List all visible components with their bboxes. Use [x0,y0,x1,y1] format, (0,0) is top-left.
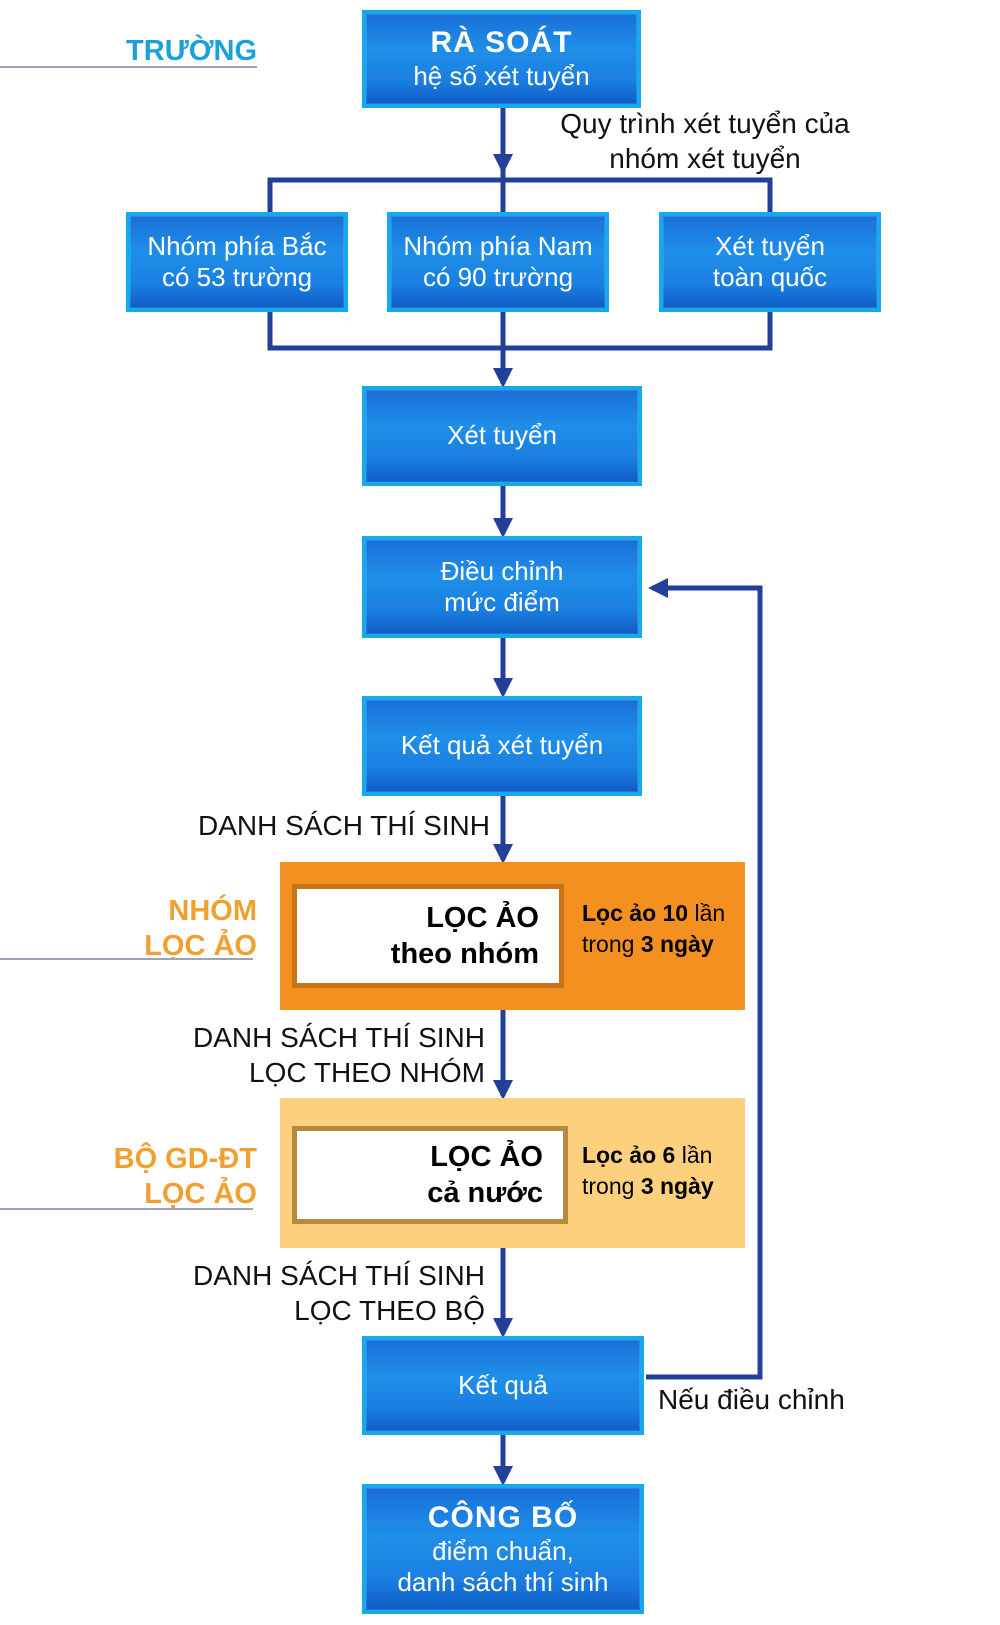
dieu-chinh-line2: mức điểm [444,587,560,617]
toan-quoc-line1: Xét tuyển [715,230,825,261]
nhom-phia-nam-box: Nhóm phía Nam có 90 trường [387,212,609,312]
danh-sach-2-line2: LỌC THEO NHÓM [249,1057,485,1088]
danh-sach-loc-theo-nhom-caption: DANH SÁCH THÍ SINH LỌC THEO NHÓM [100,1020,485,1090]
danh-sach-thi-sinh-caption: DANH SÁCH THÍ SINH [100,808,490,843]
nhom-label-underline [0,958,253,960]
bo-label-line2: LỌC ẢO [144,1177,257,1210]
bo-loc-ao-panel: LỌC ẢO cả nước Lọc ảo 6 lần trong 3 ngày [280,1098,745,1248]
bo-label-underline [0,1208,253,1210]
danh-sach-loc-theo-bo-caption: DANH SÁCH THÍ SINH LỌC THEO BỘ [100,1258,485,1328]
nhom-note-trong: trong [582,931,635,958]
feedback-loop-line [646,578,763,1380]
truong-label: TRƯỜNG [126,35,257,67]
bo-note-days: 3 ngày [640,1173,714,1200]
quy-trinh-line1: Quy trình xét tuyển của [560,108,850,139]
danh-sach-1-text: DANH SÁCH THÍ SINH [198,810,490,841]
nhom-loc-ao-note: Lọc ảo 10 lần trong 3 ngày [582,898,742,960]
ra-soat-title: RÀ SOÁT [430,26,573,60]
nhom-note-count: 10 [662,900,689,926]
bo-note-unit: lần [681,1142,713,1168]
nhom-loc-ao-panel: LỌC ẢO theo nhóm Lọc ảo 10 lần trong 3 n… [280,862,745,1010]
toan-quoc-line2: toàn quốc [712,262,828,292]
cong-bo-line1: điểm chuẩn, [432,1535,574,1566]
neu-dieu-chinh-caption: Nếu điều chỉnh [658,1382,888,1417]
nhom-note-days: 3 ngày [640,931,714,958]
bo-note-loc-ao: Lọc ảo [582,1142,657,1168]
bottom-bus-line [267,312,773,351]
nhom-card-line1: LỌC ẢO [426,901,539,934]
truong-underline [0,66,257,68]
bo-loc-ao-note: Lọc ảo 6 lần trong 3 ngày [582,1140,742,1202]
bo-note-count: 6 [662,1142,676,1168]
nhom-bac-line2: có 53 trường [161,262,313,292]
bo-loc-ao-label: BỘ GD-ĐT LỌC ẢO [40,1142,257,1212]
ket-qua-box: Kết quả [362,1336,644,1435]
nhom-label-line2: LỌC ẢO [144,929,257,962]
cong-bo-title: CÔNG BỐ [427,1500,579,1534]
danh-sach-2-line1: DANH SÁCH THÍ SINH [193,1022,485,1053]
top-bus-line [267,177,773,212]
quy-trinh-caption: Quy trình xét tuyển của nhóm xét tuyển [540,106,870,176]
ra-soat-subtitle: hệ số xét tuyển [413,61,590,92]
neu-dieu-chinh-text: Nếu điều chỉnh [658,1384,845,1415]
dieu-chinh-line1: Điều chỉnh [440,555,564,586]
cong-bo-line2: danh sách thí sinh [397,1567,609,1597]
bo-note-trong: trong [582,1173,635,1200]
nhom-note-loc-ao: Lọc ảo [582,900,657,926]
bo-note-line2: trong 3 ngày [582,1171,742,1202]
bo-card-line1: LỌC ẢO [430,1140,543,1173]
ra-soat-box: RÀ SOÁT hệ số xét tuyển [362,10,641,108]
nhom-nam-line1: Nhóm phía Nam [403,230,593,261]
bo-note-line1: Lọc ảo 6 lần [582,1140,742,1171]
bo-label-line1: BỘ GD-ĐT [113,1143,257,1175]
nhom-note-unit: lần [694,900,726,926]
cong-bo-box: CÔNG BỐ điểm chuẩn, danh sách thí sinh [362,1484,644,1614]
nhom-phia-bac-box: Nhóm phía Bắc có 53 trường [126,212,348,312]
nhom-note-line2: trong 3 ngày [582,929,742,960]
nhom-label-line1: NHÓM [168,895,257,927]
nhom-bac-line1: Nhóm phía Bắc [147,230,327,261]
danh-sach-3-line2: LỌC THEO BỘ [294,1295,485,1326]
xet-tuyen-box: Xét tuyển [362,386,642,486]
nhom-card-line2: theo nhóm [390,938,539,970]
nhom-nam-line2: có 90 trường [422,262,574,292]
ket-qua-label: Kết quả [458,1369,548,1400]
loc-ao-ca-nuoc-card: LỌC ẢO cả nước [292,1126,568,1224]
nhom-note-line1: Lọc ảo 10 lần [582,898,742,929]
bo-card-line2: cả nước [427,1177,543,1209]
loc-ao-theo-nhom-card: LỌC ẢO theo nhóm [292,884,564,988]
xet-tuyen-label: Xét tuyển [447,420,557,451]
quy-trinh-line2: nhóm xét tuyển [609,143,801,174]
dieu-chinh-box: Điều chỉnh mức điểm [362,536,642,638]
nhom-loc-ao-label: NHÓM LỌC ẢO [60,894,257,964]
ket-qua-xet-tuyen-label: Kết quả xét tuyển [400,730,604,761]
xet-tuyen-toan-quoc-box: Xét tuyển toàn quốc [659,212,881,312]
danh-sach-3-line1: DANH SÁCH THÍ SINH [193,1260,485,1291]
ket-qua-xet-tuyen-box: Kết quả xét tuyển [362,696,642,796]
